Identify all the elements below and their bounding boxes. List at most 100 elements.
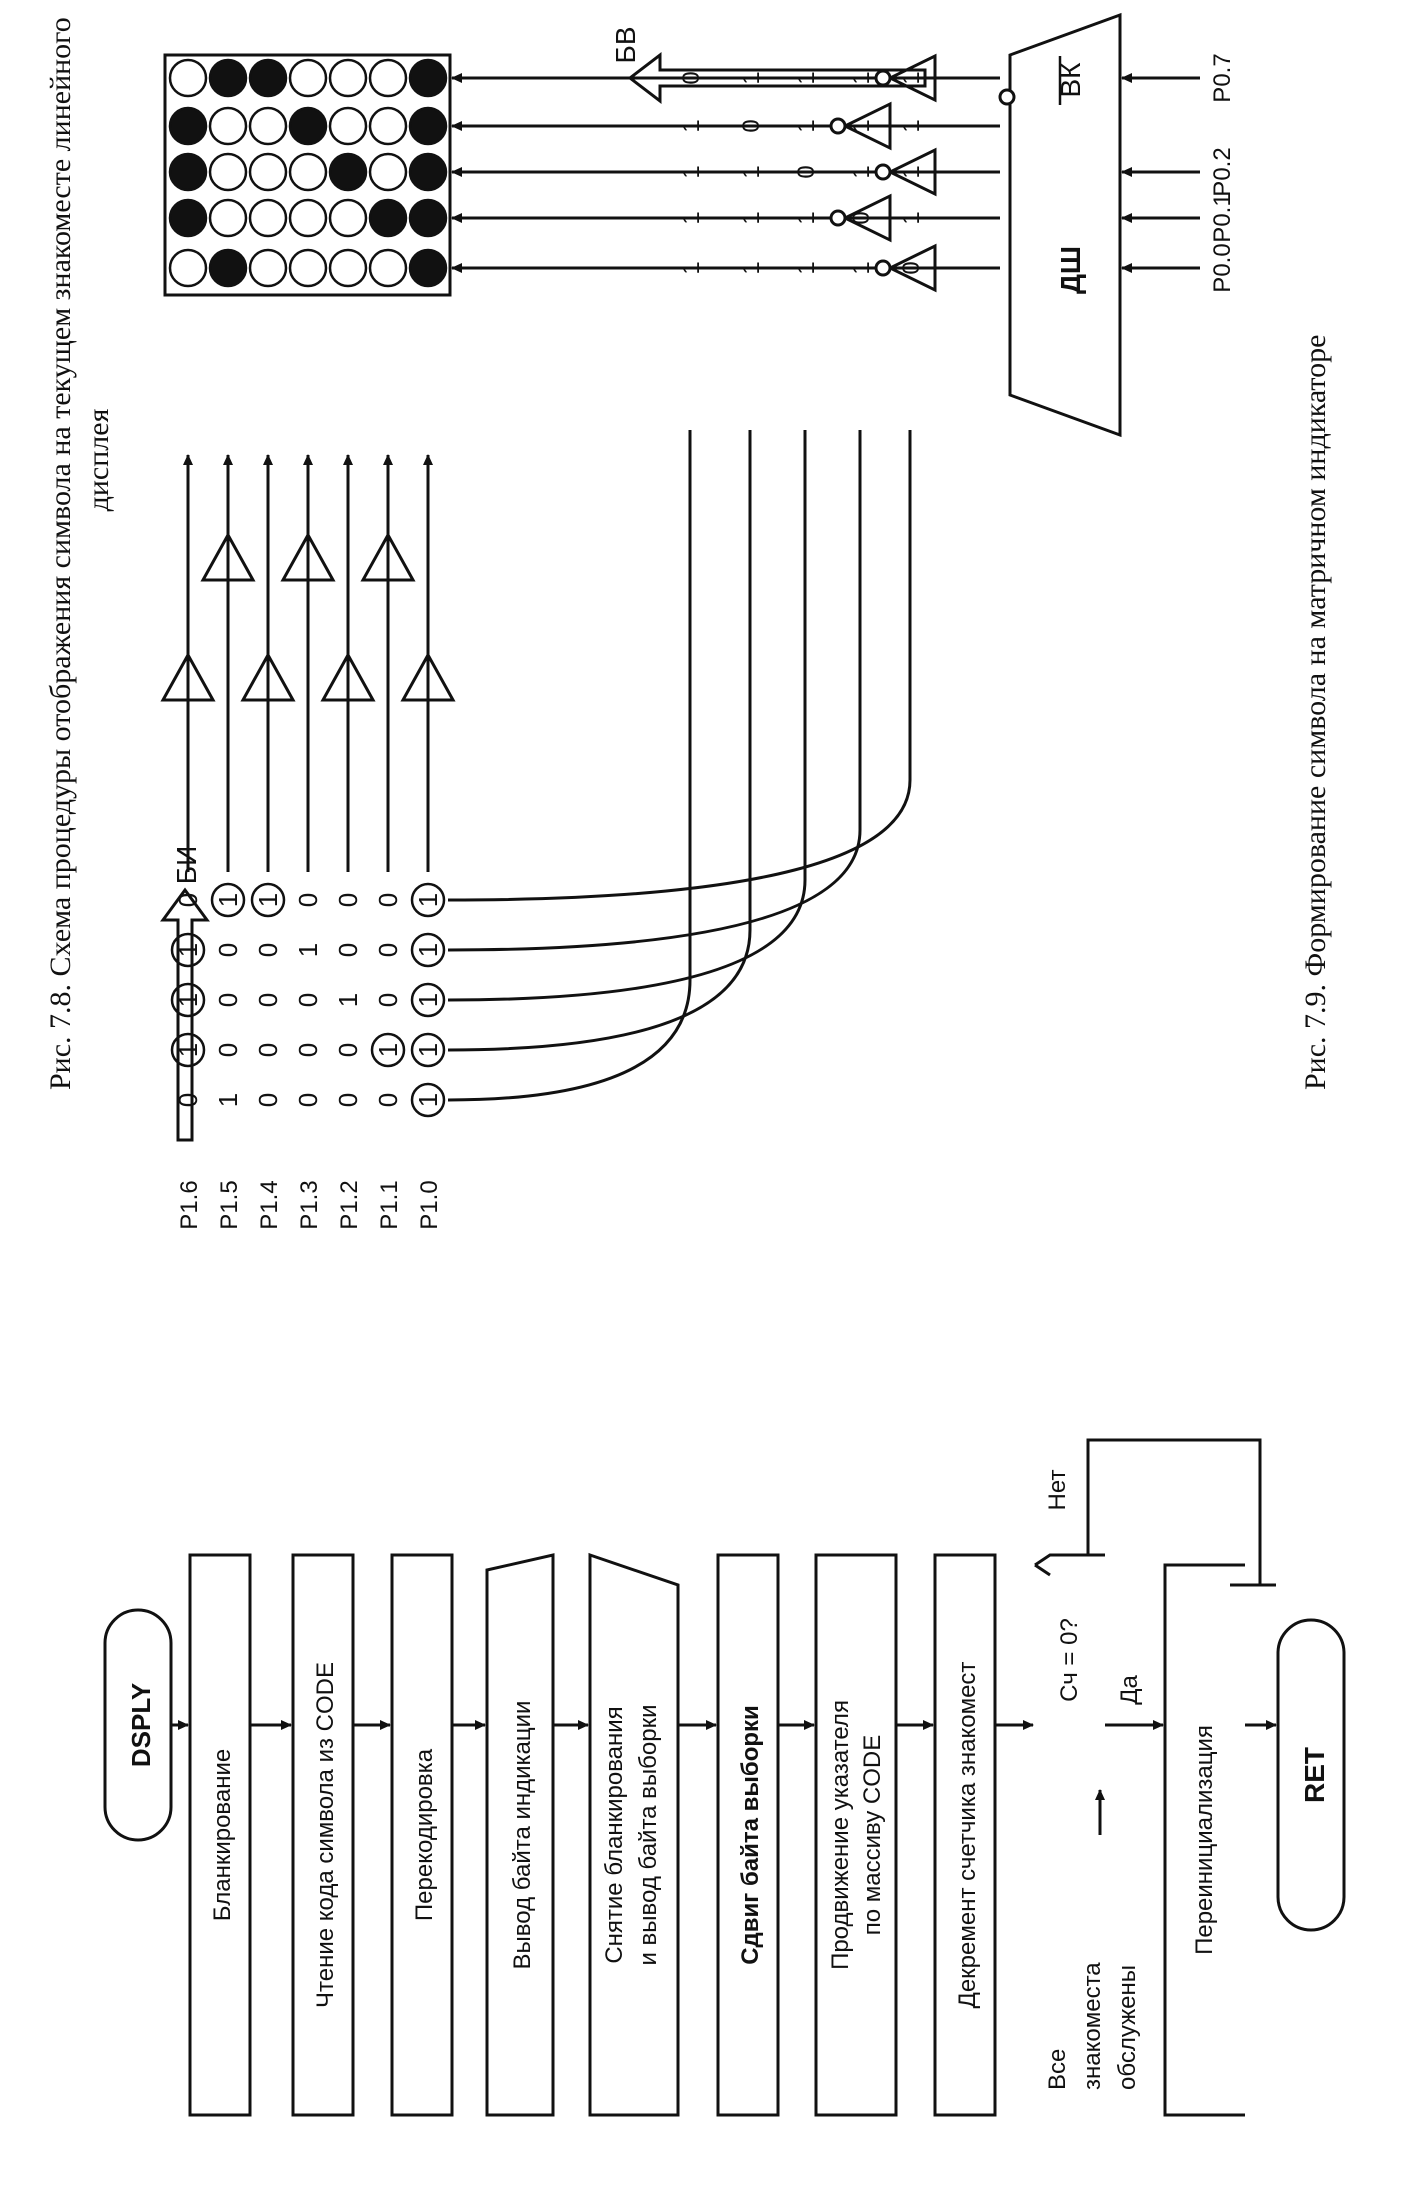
- start-label: DSPLY: [126, 1683, 156, 1767]
- step-decrement-label: Декремент счетчика знакомест: [954, 1662, 981, 2009]
- row-driver-triangle: [200, 531, 256, 582]
- block-read-code: [291, 1553, 355, 2117]
- bit-value: 1: [373, 1043, 403, 1057]
- step-read-code-label: Чтение кода символа из CODE: [312, 1662, 339, 2008]
- led-on: [408, 106, 448, 146]
- vk-inversion-bubble: [998, 88, 1016, 106]
- bit-value: 1: [413, 893, 443, 907]
- led-off: [288, 58, 328, 98]
- led-off: [328, 248, 368, 288]
- bit-value: 1: [333, 993, 363, 1007]
- reinit-label: Переинициализация: [1191, 1725, 1218, 1955]
- bit-value: 1: [413, 993, 443, 1007]
- bit-value: 0: [173, 1093, 203, 1107]
- bit-value: 0: [333, 893, 363, 907]
- led-off: [328, 198, 368, 238]
- select-feed-line: [447, 430, 912, 902]
- bit-value: 0: [213, 1043, 243, 1057]
- column-inversion-bubble: [874, 163, 892, 181]
- led-on: [368, 198, 408, 238]
- bit-value: 0: [373, 893, 403, 907]
- bit-value: 0: [213, 993, 243, 1007]
- bit-value: 0: [293, 893, 323, 907]
- column-drivers: [451, 53, 1000, 293]
- block-unblank-output: [588, 1552, 680, 2117]
- bit-value: 1: [253, 893, 283, 907]
- step-shift-select-label: Сдвиг байта выборки: [737, 1705, 764, 1965]
- bit-value: 0: [253, 1093, 283, 1107]
- port1-label: P1.5: [216, 1180, 243, 1229]
- block-decrement-counter: [933, 1553, 997, 2117]
- step-unblank-line2: и вывод байта выборки: [635, 1704, 662, 1965]
- column-driver-triangle: [841, 193, 892, 243]
- fig78-caption-line2: дисплея: [82, 408, 115, 511]
- column-driver-triangle: [886, 243, 937, 293]
- flowchart: [103, 1438, 1346, 2117]
- bit-highlight-circle: [410, 1032, 446, 1068]
- select-feed-line: [447, 430, 752, 1052]
- step-advance-line2: по массиву CODE: [859, 1735, 886, 1936]
- led-on: [168, 106, 208, 146]
- block-recode: [390, 1553, 454, 2117]
- led-on: [408, 248, 448, 288]
- port1-label: P1.6: [176, 1180, 203, 1229]
- row-driver-triangle: [400, 651, 456, 702]
- bit-highlight-circle: [170, 932, 206, 968]
- port0-label: P0.1: [1209, 193, 1236, 242]
- led-on: [168, 152, 208, 192]
- bit-highlight-circle: [410, 882, 446, 918]
- column-inversion-bubble: [829, 117, 847, 135]
- led-off: [288, 248, 328, 288]
- led-off: [368, 152, 408, 192]
- bit-value: 1: [213, 1093, 243, 1107]
- column-driver-triangle: [886, 53, 937, 103]
- end-label: RET: [1299, 1747, 1330, 1803]
- row-driver-triangle: [320, 651, 376, 702]
- bit-highlight-circle: [410, 932, 446, 968]
- port0-inputs: [1121, 73, 1200, 273]
- yes-label: Да: [1116, 1675, 1143, 1705]
- port1-label: P1.1: [376, 1180, 403, 1229]
- bi-arrow: [160, 887, 210, 1142]
- bit-value: 1: [413, 1093, 443, 1107]
- no-label: Нет: [1044, 1470, 1071, 1511]
- column-inversion-bubble: [874, 69, 892, 87]
- bit-value: 0: [373, 993, 403, 1007]
- row-driver-triangle: [240, 651, 296, 702]
- bit-value: 0: [373, 943, 403, 957]
- bit-highlight-circle: [410, 1082, 446, 1118]
- step-unblank-line1: Снятие бланкирования: [601, 1706, 628, 1963]
- port1-label: P1.2: [336, 1180, 363, 1229]
- led-on: [168, 198, 208, 238]
- bit-value: 0: [213, 943, 243, 957]
- decoder-label: ДШ: [1055, 246, 1086, 294]
- bit-value: 1: [173, 993, 203, 1007]
- bit-value: 1: [413, 943, 443, 957]
- led-off: [208, 106, 248, 146]
- port0-label: P0.0: [1209, 243, 1236, 292]
- block-output-indication: [485, 1553, 555, 2117]
- led-off: [208, 198, 248, 238]
- led-off: [328, 58, 368, 98]
- led-off: [248, 152, 288, 192]
- bit-highlight-circle: [370, 1032, 406, 1068]
- led-off: [168, 58, 208, 98]
- flowchart-labels: DSPLY Бланкирование Чтение кода символа …: [126, 1470, 1330, 2090]
- led-on: [248, 58, 288, 98]
- bv-label: БВ: [610, 26, 641, 63]
- row-driver-triangle: [280, 531, 336, 582]
- block-advance-pointer: [814, 1553, 898, 2117]
- note-line1: Все: [1044, 2049, 1071, 2090]
- step-blanking-label: Бланкирование: [209, 1749, 236, 1922]
- fig79-caption: Рис. 7.9. Формирование символа на матрич…: [1299, 335, 1332, 1090]
- led-off: [168, 248, 208, 288]
- led-on: [328, 152, 368, 192]
- bit-highlight-circle: [250, 882, 286, 918]
- no-branch-line: [1086, 1438, 1262, 1585]
- bit-value: 0: [293, 993, 323, 1007]
- column-inversion-bubble: [874, 259, 892, 277]
- block-blanking: [188, 1553, 252, 2117]
- port0-label: P0.7: [1209, 53, 1236, 102]
- matrix-frame: [163, 53, 452, 297]
